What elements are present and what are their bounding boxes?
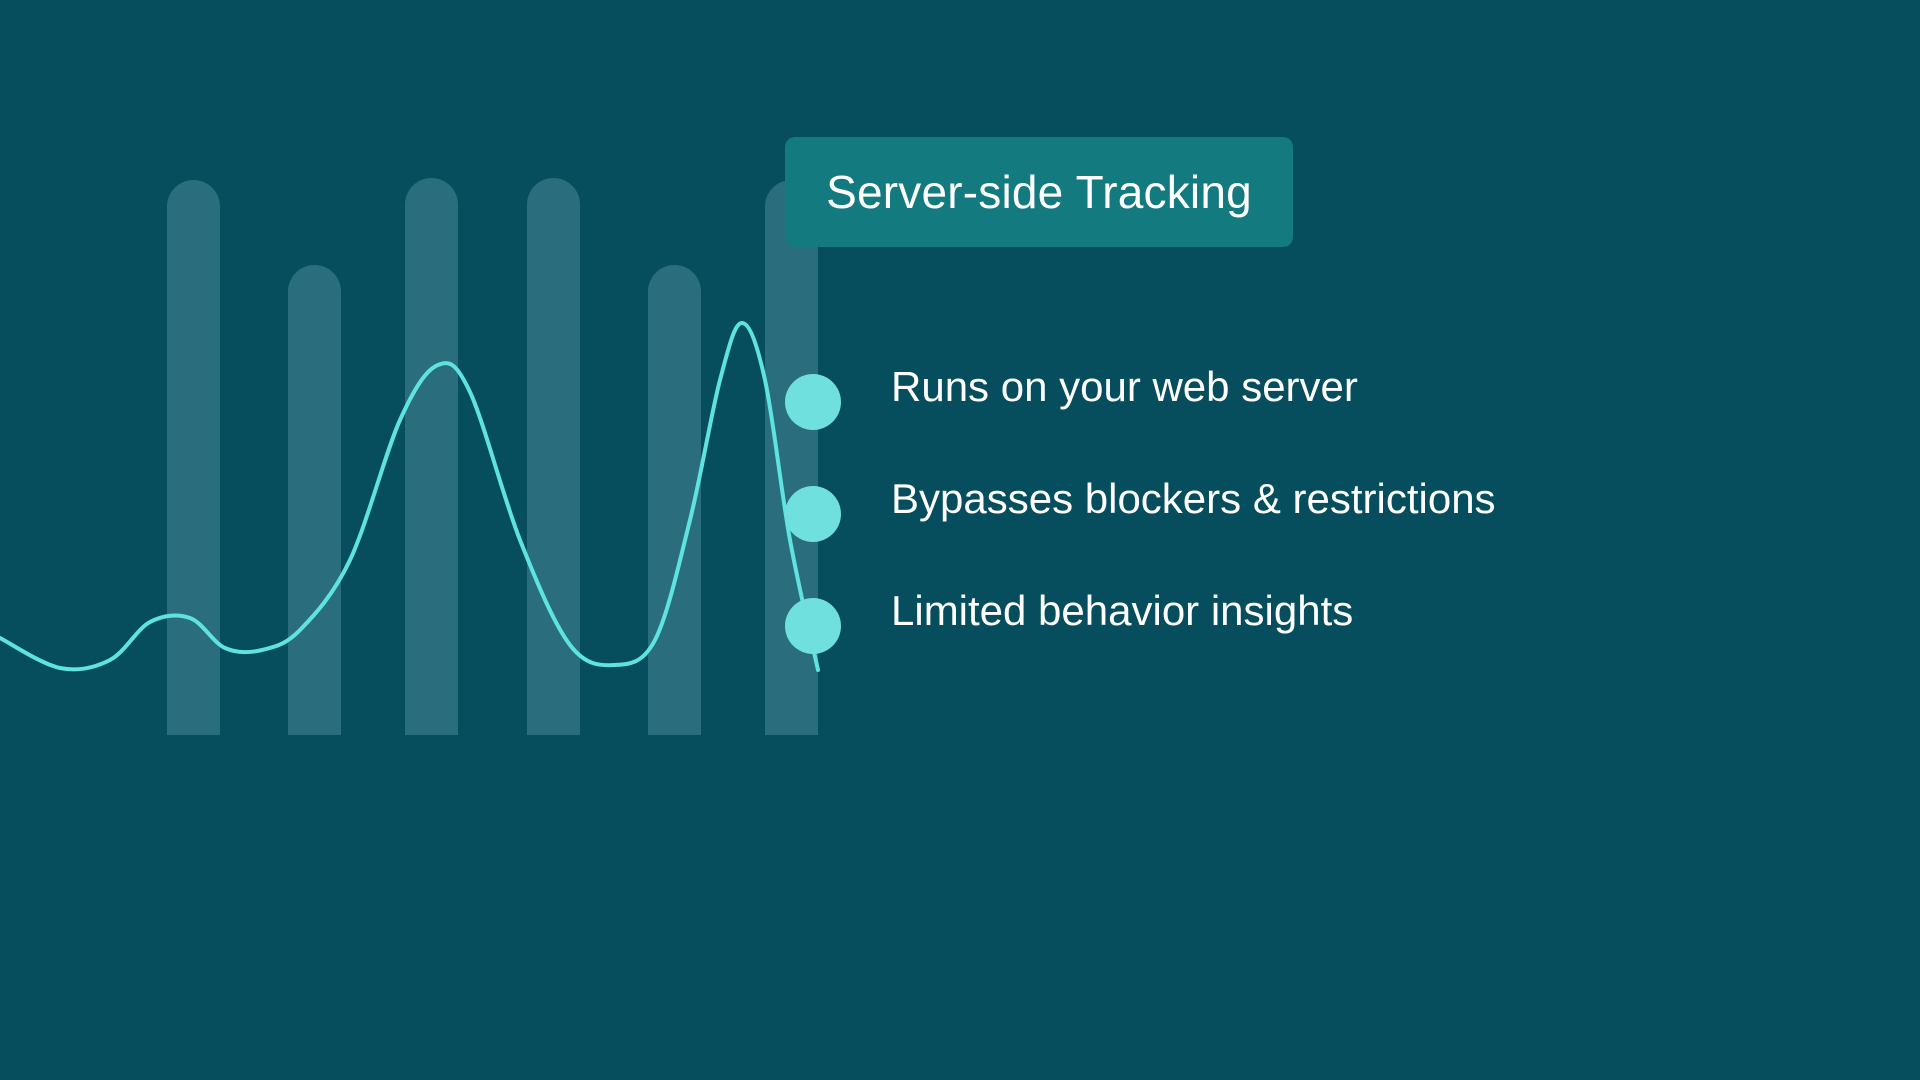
chart-graphic — [0, 178, 820, 735]
list-item: Bypasses blockers & restrictions — [785, 472, 1585, 542]
list-item-label: Limited behavior insights — [891, 587, 1354, 634]
trend-line-path — [0, 321, 820, 672]
title-badge: Server-side Tracking — [785, 137, 1293, 247]
bar-2 — [288, 265, 341, 735]
content-panel: Server-side Tracking Runs on your web se… — [785, 0, 1920, 1080]
list-item: Limited behavior insights — [785, 584, 1585, 654]
bar-6 — [765, 180, 818, 735]
list-item: Runs on your web server — [785, 360, 1585, 430]
page-title: Server-side Tracking — [826, 165, 1252, 218]
bullet-dot-icon — [785, 598, 841, 654]
chart-panel — [0, 0, 900, 1080]
bar-1 — [167, 180, 220, 735]
bar-4 — [527, 178, 580, 735]
bullet-dot-icon — [785, 374, 841, 430]
bullet-list: Runs on your web server Bypasses blocker… — [785, 360, 1585, 654]
list-item-label: Bypasses blockers & restrictions — [891, 475, 1496, 522]
bullet-dot-icon — [785, 486, 841, 542]
list-item-label: Runs on your web server — [891, 363, 1358, 410]
bar-5 — [648, 265, 701, 735]
bar-3 — [405, 178, 458, 735]
bar-group — [167, 178, 818, 735]
